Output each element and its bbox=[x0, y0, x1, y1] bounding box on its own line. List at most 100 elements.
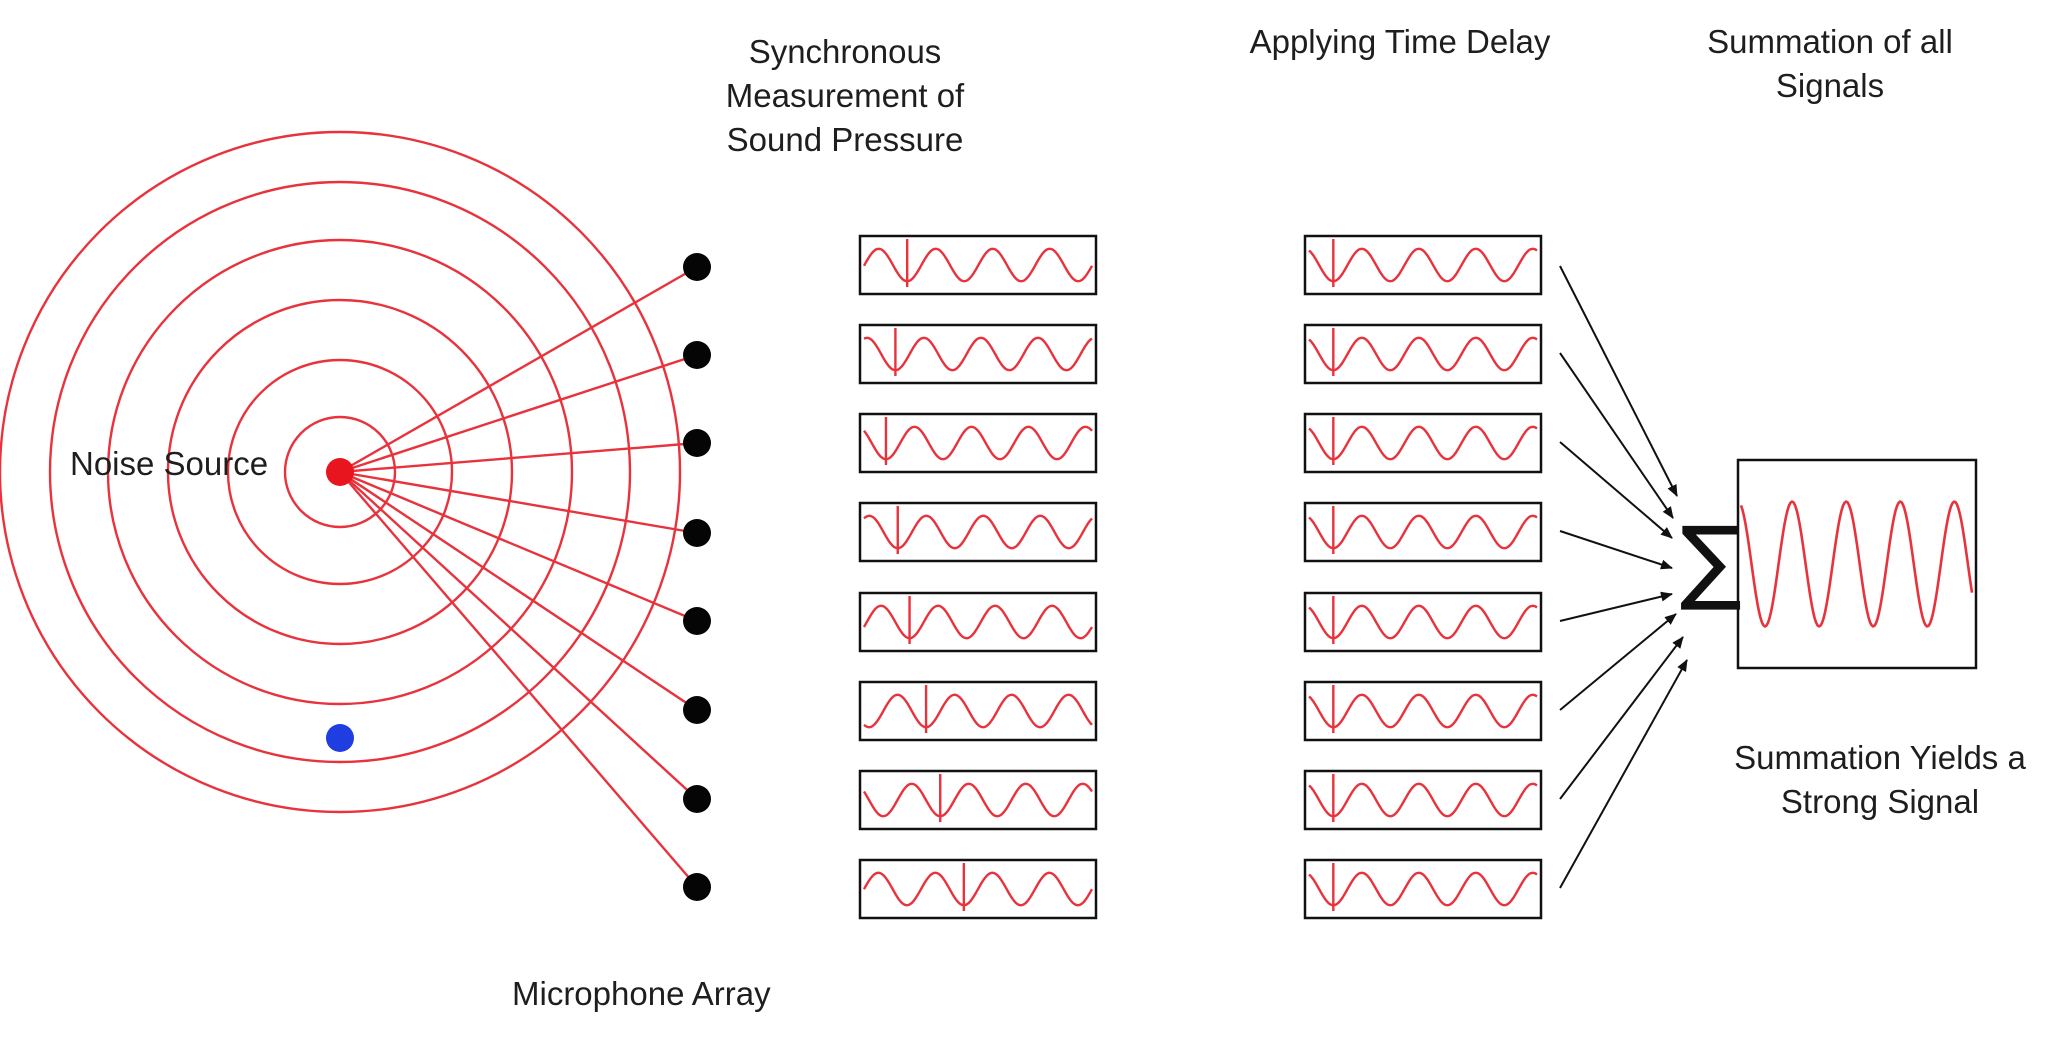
synchronous-measurement-label: Synchronous Measurement of Sound Pressur… bbox=[640, 30, 1050, 162]
signal-box bbox=[1303, 680, 1543, 742]
signal-box-frame bbox=[1303, 501, 1543, 563]
signal-box bbox=[1303, 591, 1543, 653]
signal-wave bbox=[863, 425, 1093, 461]
signal-wave bbox=[1308, 336, 1538, 372]
propagation-ray bbox=[339, 265, 698, 474]
wavefront-ring bbox=[48, 180, 632, 764]
synchronous-measurement-line-1: Synchronous bbox=[748, 33, 942, 70]
signal-wave bbox=[1308, 247, 1538, 283]
signal-wave bbox=[1308, 693, 1538, 729]
noise-source-label: Noise Source bbox=[70, 445, 269, 482]
microphone-dot bbox=[683, 785, 711, 813]
signal-box-frame bbox=[1303, 323, 1543, 385]
signal-box-frame bbox=[1303, 858, 1543, 920]
summation-of-all-label: Summation of all Signals bbox=[1640, 20, 2020, 108]
signal-box-frame bbox=[1303, 412, 1543, 474]
signal-box-frame bbox=[858, 680, 1098, 742]
signal-box bbox=[858, 858, 1098, 920]
signal-wave bbox=[862, 247, 1094, 283]
signal-wave bbox=[863, 514, 1093, 550]
microphone-dot bbox=[683, 607, 711, 635]
signal-box bbox=[858, 591, 1098, 653]
signal-wave bbox=[862, 871, 1094, 907]
noise-source-dot bbox=[326, 458, 354, 486]
wavefront-ring bbox=[226, 358, 454, 586]
measured-signals-column bbox=[858, 234, 1098, 920]
signal-box-frame bbox=[858, 412, 1098, 474]
signal-wave bbox=[1308, 425, 1538, 461]
signal-box bbox=[1303, 769, 1543, 831]
summation-arrow bbox=[1559, 591, 1673, 622]
synchronous-measurement-line-3: Sound Pressure bbox=[726, 121, 964, 158]
summation-of-all-line-2: Signals bbox=[1775, 67, 1885, 104]
wavefront-ring bbox=[106, 238, 574, 706]
signal-box-frame bbox=[1303, 591, 1543, 653]
summation-yields-line-2: Strong Signal bbox=[1780, 783, 1980, 820]
summation-yields-line-1: Summation Yields a bbox=[1734, 739, 2026, 776]
signal-wave bbox=[862, 604, 1094, 640]
propagation-ray bbox=[339, 471, 698, 888]
microphone-dot bbox=[683, 873, 711, 901]
applying-time-delay-label: Applying Time Delay bbox=[1249, 23, 1551, 60]
summation-arrow bbox=[1559, 659, 1688, 889]
signal-wave bbox=[863, 336, 1093, 372]
wavefront-ring bbox=[283, 415, 397, 529]
signal-wave bbox=[863, 693, 1093, 729]
signal-box-frame bbox=[858, 501, 1098, 563]
signal-box bbox=[858, 501, 1098, 563]
propagation-ray bbox=[339, 471, 698, 711]
microphone-array-dots bbox=[683, 253, 711, 901]
second-source-dot bbox=[326, 724, 354, 752]
propagation-rays bbox=[339, 265, 698, 888]
summation-arrow bbox=[1559, 613, 1677, 711]
summation-arrow bbox=[1559, 352, 1674, 519]
summation-yields-label: Summation Yields a Strong Signal bbox=[1680, 736, 2064, 824]
signal-box bbox=[1303, 501, 1543, 563]
propagation-ray bbox=[339, 470, 698, 535]
delayed-signals-column bbox=[1303, 234, 1543, 920]
signal-box bbox=[858, 234, 1098, 296]
signal-box bbox=[1303, 858, 1543, 920]
summation-arrow bbox=[1559, 530, 1673, 570]
summation-arrow bbox=[1559, 636, 1684, 800]
propagation-ray bbox=[339, 471, 698, 800]
microphone-dot bbox=[683, 519, 711, 547]
summed-signal-wave bbox=[1739, 500, 1974, 628]
signal-box bbox=[858, 769, 1098, 831]
signal-box-frame bbox=[858, 769, 1098, 831]
microphone-dot bbox=[683, 341, 711, 369]
signal-box-frame bbox=[858, 591, 1098, 653]
sigma-icon: ∑ bbox=[1680, 507, 1742, 614]
signal-wave bbox=[1308, 604, 1538, 640]
signal-wave bbox=[1308, 782, 1538, 818]
propagation-ray bbox=[339, 441, 698, 474]
propagation-ray bbox=[339, 470, 698, 623]
microphone-array-label: Microphone Array bbox=[512, 975, 771, 1012]
summation-arrow bbox=[1559, 441, 1673, 539]
signal-box bbox=[858, 412, 1098, 474]
microphone-dot bbox=[683, 253, 711, 281]
signal-wave bbox=[862, 782, 1093, 818]
signal-box bbox=[1303, 412, 1543, 474]
signal-box bbox=[858, 323, 1098, 385]
signal-box-frame bbox=[1303, 234, 1543, 296]
summation-arrows bbox=[1559, 265, 1688, 889]
summation-of-all-line-1: Summation of all bbox=[1707, 23, 1953, 60]
wavefront-ring bbox=[166, 298, 514, 646]
summation-arrow bbox=[1559, 265, 1678, 497]
signal-wave bbox=[1308, 871, 1538, 907]
microphone-dot bbox=[683, 429, 711, 457]
wavefront-ring bbox=[0, 130, 682, 814]
signal-box bbox=[1303, 234, 1543, 296]
microphone-dot bbox=[683, 696, 711, 724]
summed-signal-box bbox=[1736, 458, 1978, 670]
signal-box-frame bbox=[1303, 680, 1543, 742]
synchronous-measurement-line-2: Measurement of bbox=[725, 77, 965, 114]
signal-box-frame bbox=[858, 323, 1098, 385]
propagation-ray bbox=[339, 353, 698, 474]
signal-box bbox=[858, 680, 1098, 742]
signal-wave bbox=[1308, 514, 1538, 550]
signal-box bbox=[1303, 323, 1543, 385]
wavefront-rings bbox=[0, 130, 682, 814]
